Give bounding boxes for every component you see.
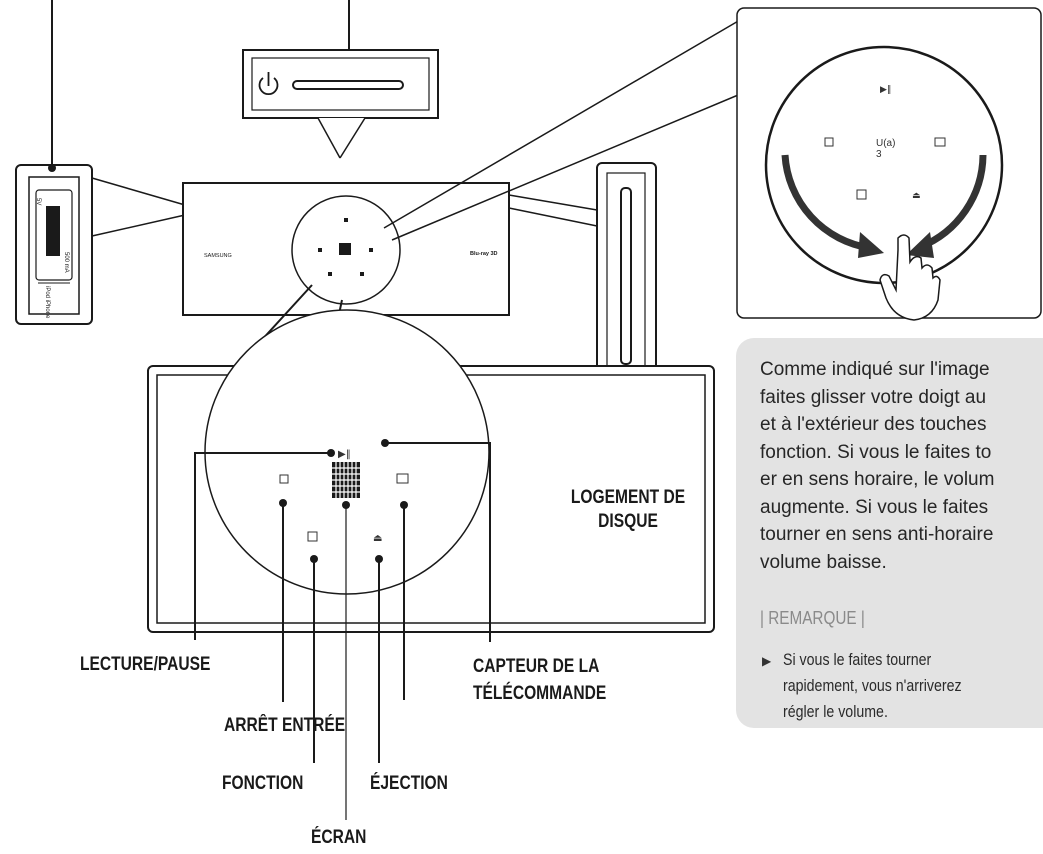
- power-icon: [258, 72, 279, 96]
- gesture-arrow-right: [918, 154, 987, 251]
- gesture-callout: U(a)3 ▶‖ ⏏: [736, 7, 1042, 321]
- display-label: ÉCRAN: [311, 827, 367, 848]
- zoom-display: U(a)3: [876, 138, 895, 160]
- zoom-eject-icon: ⏏: [912, 191, 921, 201]
- zoom-input-icon: [934, 137, 946, 147]
- bullet-icon: ▶: [762, 654, 772, 668]
- note-item: Si vous le faites tourner rapidement, vo…: [783, 651, 962, 721]
- eject-label: ÉJECTION: [370, 773, 448, 794]
- note-heading: | REMARQUE |: [760, 608, 865, 628]
- disc-slot-label: LOGEMENT DE DISQUE: [570, 487, 686, 532]
- note-text: Comme indiqué sur l'image faites glisser…: [760, 359, 995, 573]
- note-box: Comme indiqué sur l'image faites glisser…: [736, 338, 1043, 728]
- eject-icon: ⏏: [373, 533, 382, 544]
- usb-current-label: 500 mA: [63, 252, 69, 273]
- function-icon: [307, 531, 318, 542]
- zoom-stop-icon: [824, 137, 834, 147]
- zoom-play-pause-icon: ▶‖: [880, 85, 891, 95]
- usb-ipod-label: iPod iPhone: [44, 286, 50, 319]
- disc-slot: [620, 187, 632, 365]
- finger-icon: [879, 234, 941, 321]
- control-zoom-callout: ▶‖ ⏏: [147, 309, 715, 633]
- gesture-arrow-left: [781, 154, 871, 252]
- input-icon: [396, 473, 409, 484]
- bluray-logo: Blu-ray 3D: [470, 251, 498, 257]
- usb-port-label: 5V: [35, 198, 41, 205]
- power-slot: [292, 80, 404, 90]
- control-ring-zoom: [764, 45, 1004, 285]
- play-pause-label: LECTURE/PAUSE: [80, 654, 211, 675]
- remote-sensor-pointer: [385, 442, 491, 642]
- stop-icon: [279, 474, 289, 484]
- usb-port-icon: [46, 206, 60, 256]
- device-front-panel: SAMSUNG Blu-ray 3D: [182, 182, 510, 316]
- remote-sensor-label: CAPTEUR DE LA TÉLÉCOMMANDE: [473, 656, 607, 704]
- disc-slot-callout: [596, 162, 657, 475]
- play-pause-pointer: [194, 452, 331, 640]
- function-label: FONCTION: [222, 773, 304, 794]
- play-pause-icon: ▶‖: [338, 449, 351, 460]
- zoom-function-icon: [856, 189, 867, 200]
- usb-callout: 5V 500 mA iPod iPhone: [15, 164, 93, 325]
- stop-input-label: ARRÊT ENTRÉE: [224, 715, 346, 736]
- power-callout: [242, 49, 439, 119]
- brand-text: SAMSUNG: [204, 253, 232, 259]
